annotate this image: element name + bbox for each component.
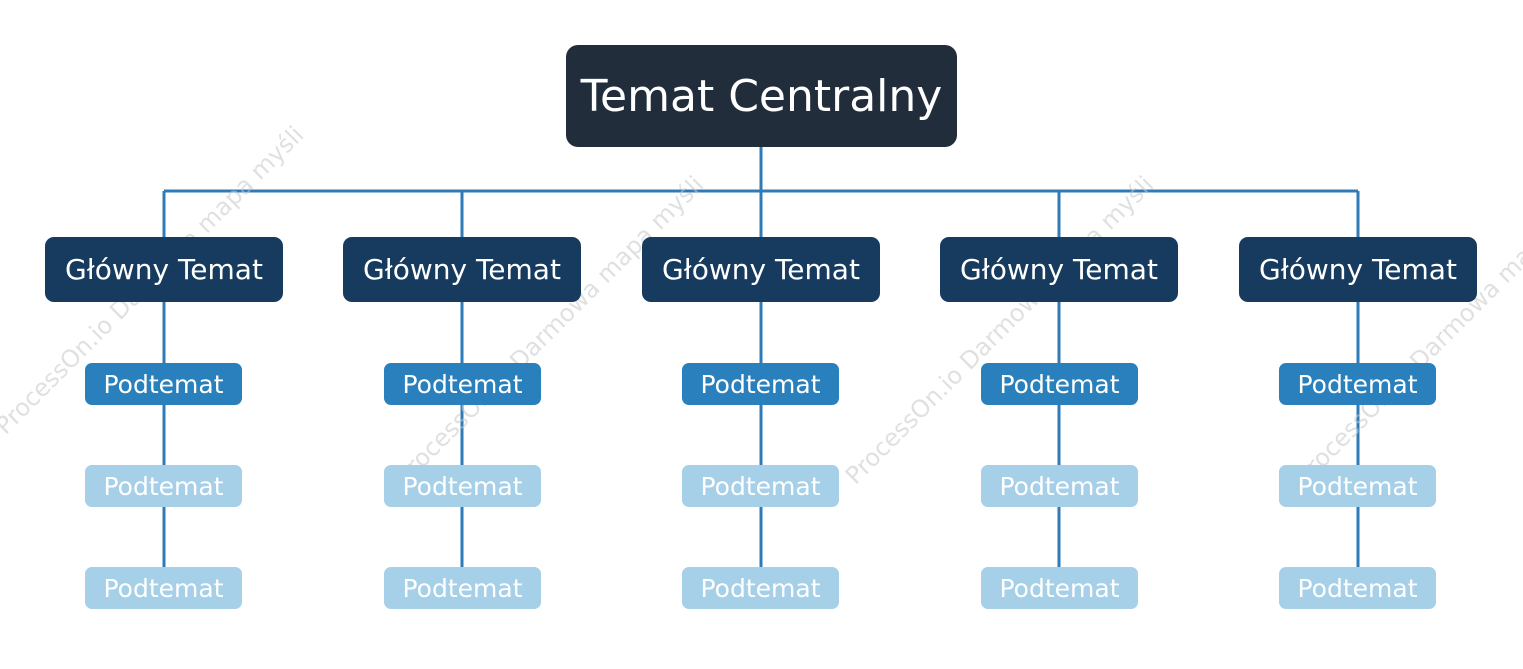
subtopic-node[interactable]: Podtemat bbox=[85, 567, 242, 609]
main-topic-label: Główny Temat bbox=[1259, 253, 1457, 286]
subtopic-node[interactable]: Podtemat bbox=[384, 465, 541, 507]
subtopic-node[interactable]: Podtemat bbox=[384, 567, 541, 609]
main-topic-node[interactable]: Główny Temat bbox=[642, 237, 880, 302]
subtopic-node[interactable]: Podtemat bbox=[384, 363, 541, 405]
main-topic-label: Główny Temat bbox=[363, 253, 561, 286]
main-topic-node[interactable]: Główny Temat bbox=[940, 237, 1178, 302]
subtopic-label: Podtemat bbox=[999, 471, 1120, 501]
main-topic-label: Główny Temat bbox=[960, 253, 1158, 286]
subtopic-label: Podtemat bbox=[103, 573, 224, 603]
central-topic-node[interactable]: Temat Centralny bbox=[566, 45, 957, 147]
subtopic-node[interactable]: Podtemat bbox=[85, 363, 242, 405]
subtopic-label: Podtemat bbox=[999, 573, 1120, 603]
subtopic-node[interactable]: Podtemat bbox=[981, 465, 1138, 507]
subtopic-label: Podtemat bbox=[1297, 369, 1418, 399]
subtopic-label: Podtemat bbox=[1297, 573, 1418, 603]
subtopic-label: Podtemat bbox=[700, 369, 821, 399]
main-topic-node[interactable]: Główny Temat bbox=[343, 237, 581, 302]
subtopic-label: Podtemat bbox=[1297, 471, 1418, 501]
subtopic-node[interactable]: Podtemat bbox=[85, 465, 242, 507]
subtopic-label: Podtemat bbox=[402, 573, 523, 603]
subtopic-label: Podtemat bbox=[402, 369, 523, 399]
main-topic-label: Główny Temat bbox=[662, 253, 860, 286]
subtopic-label: Podtemat bbox=[402, 471, 523, 501]
main-topic-node[interactable]: Główny Temat bbox=[1239, 237, 1477, 302]
subtopic-node[interactable]: Podtemat bbox=[682, 567, 839, 609]
main-topic-node[interactable]: Główny Temat bbox=[45, 237, 283, 302]
subtopic-label: Podtemat bbox=[700, 573, 821, 603]
subtopic-label: Podtemat bbox=[103, 369, 224, 399]
subtopic-node[interactable]: Podtemat bbox=[1279, 363, 1436, 405]
subtopic-node[interactable]: Podtemat bbox=[682, 363, 839, 405]
subtopic-node[interactable]: Podtemat bbox=[682, 465, 839, 507]
subtopic-label: Podtemat bbox=[103, 471, 224, 501]
subtopic-node[interactable]: Podtemat bbox=[1279, 465, 1436, 507]
subtopic-node[interactable]: Podtemat bbox=[981, 363, 1138, 405]
subtopic-node[interactable]: Podtemat bbox=[981, 567, 1138, 609]
central-topic-label: Temat Centralny bbox=[580, 70, 943, 122]
main-topic-label: Główny Temat bbox=[65, 253, 263, 286]
subtopic-node[interactable]: Podtemat bbox=[1279, 567, 1436, 609]
subtopic-label: Podtemat bbox=[999, 369, 1120, 399]
subtopic-label: Podtemat bbox=[700, 471, 821, 501]
